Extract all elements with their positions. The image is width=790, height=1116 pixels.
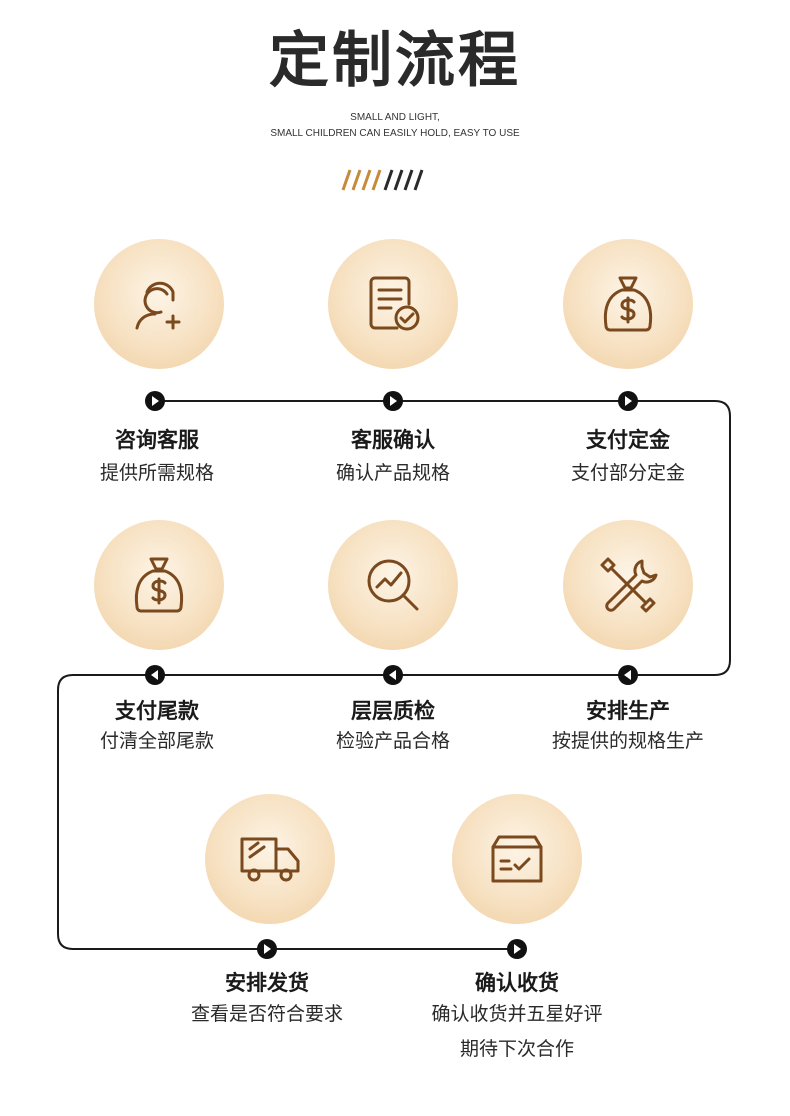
step-title: 层层质检 (351, 699, 435, 723)
step-circle-balance (94, 520, 224, 650)
step-title: 支付尾款 (115, 699, 199, 723)
step-title: 客服确认 (351, 428, 435, 452)
slash-divider (341, 169, 424, 191)
step-desc: 支付部分定金 (570, 462, 685, 484)
step-circle-confirm (328, 239, 458, 369)
arrow-marker (257, 939, 277, 959)
document-check-icon (369, 276, 420, 331)
step-desc: 按提供的规格生产 (551, 730, 704, 752)
step-desc: 付清全部尾款 (99, 730, 214, 752)
step-title: 确认收货 (475, 971, 559, 995)
arrow-marker (383, 665, 403, 685)
step-title: 安排生产 (586, 699, 670, 723)
step-title: 咨询客服 (115, 428, 199, 452)
arrow-marker (618, 391, 638, 411)
page-title: 定制流程 (269, 26, 521, 96)
step-circle-shipping (205, 794, 335, 924)
box-check-icon (491, 835, 543, 883)
step-circle-production (563, 520, 693, 650)
step-desc: 确认收货并五星好评 (431, 1003, 603, 1025)
step-desc: 查看是否符合要求 (190, 1003, 343, 1025)
arrow-marker (618, 665, 638, 685)
arrow-marker (145, 665, 165, 685)
truck-icon (240, 837, 300, 882)
subtitle-line-2: SMALL CHILDREN CAN EASILY HOLD, EASY TO … (270, 128, 520, 139)
arrow-marker (145, 391, 165, 411)
customer-service-icon (135, 281, 181, 330)
money-bag-icon (603, 276, 653, 332)
step-circle-inspection (328, 520, 458, 650)
magnifier-chart-icon (367, 559, 419, 611)
step-title: 安排发货 (225, 971, 309, 995)
arrow-marker (507, 939, 527, 959)
step-desc-line-2: 期待下次合作 (459, 1038, 574, 1060)
step-desc: 检验产品合格 (335, 730, 450, 752)
step-title: 支付定金 (586, 428, 670, 452)
step-circle-deposit (563, 239, 693, 369)
arrow-marker (383, 391, 403, 411)
step-desc: 提供所需规格 (99, 462, 214, 484)
step-desc: 确认产品规格 (335, 462, 450, 484)
tools-icon (600, 557, 658, 613)
step-circle-receipt (452, 794, 582, 924)
money-bag-icon (134, 557, 184, 613)
subtitle-line-1: SMALL AND LIGHT, (350, 112, 440, 123)
step-circle-consult (94, 239, 224, 369)
